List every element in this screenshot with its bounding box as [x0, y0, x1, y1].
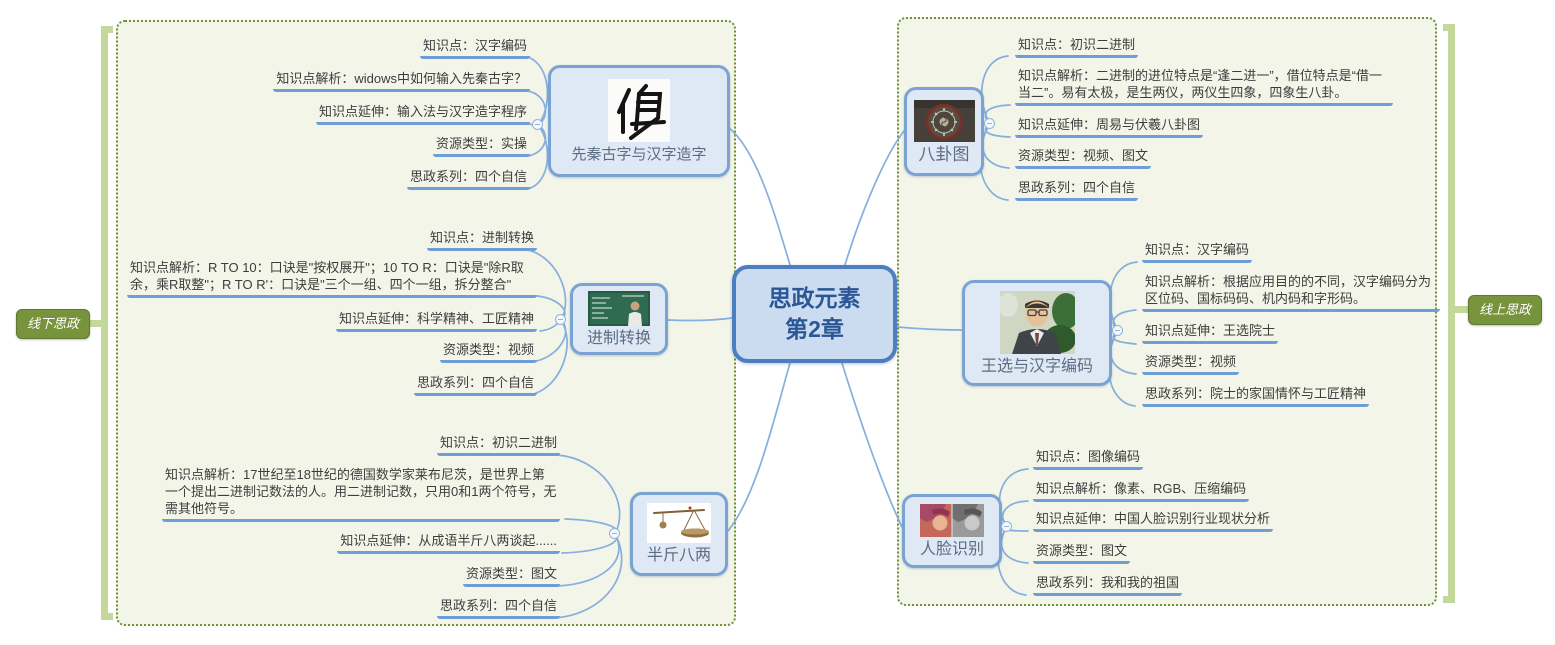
collapse-handle-bagua[interactable] — [984, 118, 995, 129]
subtopic[interactable]: 知识点：初识二进制 — [436, 434, 560, 456]
face-recognition-image — [920, 503, 984, 537]
subtopic[interactable]: 知识点延伸：周易与伏羲八卦图 — [1015, 116, 1204, 138]
subtopic[interactable]: 知识点解析：像素、RGB、压缩编码 — [1033, 480, 1250, 502]
central-topic-line1: 思政元素 — [768, 285, 861, 311]
balance-scale-image — [647, 503, 711, 543]
offline-sizheng-label[interactable]: 线下思政 — [16, 309, 91, 339]
collapse-handle-xianqin[interactable] — [532, 119, 543, 130]
left-label-stub — [84, 320, 102, 327]
online-sizheng-label[interactable]: 线上思政 — [1468, 295, 1543, 325]
subtopic[interactable]: 知识点：进制转换 — [426, 229, 537, 251]
subtopic[interactable]: 知识点解析：17世纪至18世纪的德国数学家莱布尼茨，是世界上第一个提出二进制记数… — [162, 466, 560, 522]
branch-title: 进制转换 — [586, 329, 651, 347]
subtopic[interactable]: 思政系列：四个自信 — [406, 168, 530, 190]
subtopic[interactable]: 知识点：初识二进制 — [1015, 36, 1139, 58]
subtopic[interactable]: 思政系列：我和我的祖国 — [1033, 574, 1183, 596]
subtopic[interactable]: 知识点解析：根据应用目的的不同，汉字编码分为区位码、国标码码、机内码和字形码。 — [1142, 273, 1440, 312]
branch-title: 半斤八两 — [646, 547, 711, 564]
subtopic[interactable]: 知识点延伸：科学精神、工匠精神 — [335, 310, 537, 332]
subtopic[interactable]: 思政系列：院士的家国情怀与工匠精神 — [1142, 385, 1370, 407]
left-bracket — [101, 26, 113, 620]
branch-node-banjin-baliang[interactable]: 半斤八两 — [630, 492, 728, 576]
subtopic[interactable]: 思政系列：四个自信 — [413, 374, 537, 396]
wang-xuan-photo — [999, 290, 1075, 354]
subtopic[interactable]: 资源类型：实操 — [432, 135, 530, 157]
subtopic[interactable]: 资源类型：图文 — [462, 565, 560, 587]
subtopic[interactable]: 思政系列：四个自信 — [1015, 179, 1139, 201]
subtopic[interactable]: 知识点延伸：输入法与汉字造字程序 — [315, 103, 530, 125]
subtopic[interactable]: 知识点解析：R TO 10：口诀是"按权展开"；10 TO R：口诀是"除R取余… — [127, 259, 537, 298]
branch-title: 先秦古字与汉字造字 — [571, 145, 707, 163]
lecture-video-thumbnail — [588, 290, 650, 326]
branch-title: 王选与汉字编码 — [980, 357, 1093, 375]
subtopic[interactable]: 知识点：图像编码 — [1033, 448, 1144, 470]
ancient-glyph-image — [608, 78, 670, 142]
collapse-handle-wangxuan[interactable] — [1112, 325, 1123, 336]
collapse-handle-banjin[interactable] — [609, 528, 620, 539]
branch-node-face-recognition[interactable]: 人脸识别 — [902, 494, 1002, 568]
subtopic[interactable]: 知识点：汉字编码 — [1142, 241, 1253, 263]
bagua-disc-image — [913, 99, 975, 142]
subtopic[interactable]: 资源类型：图文 — [1033, 542, 1131, 564]
subtopic[interactable]: 知识点延伸：从成语半斤八两谈起...... — [337, 532, 560, 554]
subtopic[interactable]: 知识点：汉字编码 — [419, 37, 530, 59]
branch-title: 人脸识别 — [919, 540, 984, 558]
subtopic[interactable]: 知识点延伸：中国人脸识别行业现状分析 — [1033, 510, 1274, 532]
branch-node-xianqin-guzi[interactable]: 先秦古字与汉字造字 — [548, 65, 730, 177]
subtopic[interactable]: 知识点延伸：王选院士 — [1142, 322, 1279, 344]
right-label-stub — [1452, 306, 1470, 313]
collapse-handle-face[interactable] — [1001, 521, 1012, 532]
collapse-handle-jinzhi[interactable] — [555, 314, 566, 325]
central-topic[interactable]: 思政元素 第2章 — [732, 265, 897, 363]
subtopic[interactable]: 资源类型：视频 — [1142, 353, 1240, 375]
branch-node-bagua[interactable]: 八卦图 — [904, 87, 984, 176]
subtopic[interactable]: 思政系列：四个自信 — [436, 597, 560, 619]
subtopic[interactable]: 知识点解析：widows中如何输入先秦古字？ — [273, 70, 530, 92]
subtopic[interactable]: 资源类型：视频、图文 — [1015, 147, 1152, 169]
subtopic[interactable]: 知识点解析：二进制的进位特点是“逢二进一”，借位特点是“借一当二”。易有太极，是… — [1015, 67, 1393, 106]
subtopic[interactable]: 资源类型：视频 — [439, 341, 537, 363]
branch-node-jinzhi-zhuanhuan[interactable]: 进制转换 — [570, 283, 668, 355]
right-bracket — [1443, 24, 1455, 603]
central-topic-line2: 第2章 — [785, 316, 844, 342]
branch-node-wangxuan[interactable]: 王选与汉字编码 — [962, 280, 1112, 386]
branch-title: 八卦图 — [918, 144, 970, 164]
